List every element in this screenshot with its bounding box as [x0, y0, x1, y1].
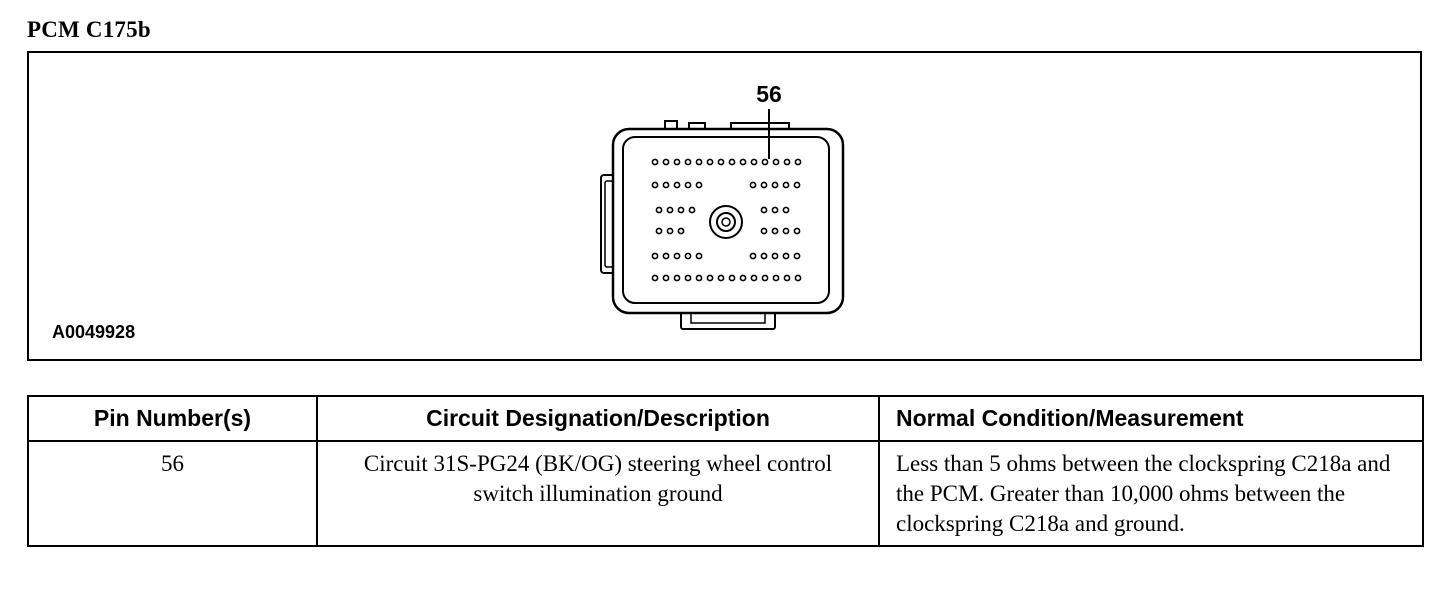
pin-hole: [794, 274, 802, 282]
pin-hole: [662, 252, 670, 260]
pin-hole: [673, 252, 681, 260]
pin-hole: [662, 158, 670, 166]
pin-hole: [739, 158, 747, 166]
pin-hole: [717, 158, 725, 166]
pin-hole: [771, 252, 779, 260]
pin-hole: [782, 181, 790, 189]
page-title: PCM C175b: [27, 17, 151, 42]
pin-hole: [782, 227, 790, 235]
pin-hole: [760, 252, 768, 260]
pin-hole: [673, 181, 681, 189]
pin-hole: [760, 181, 768, 189]
pin-hole: [655, 206, 663, 214]
pin-hole: [772, 158, 780, 166]
pin-hole: [651, 252, 659, 260]
header-pin-number: Pin Number(s): [27, 395, 318, 442]
pin-hole: [677, 227, 685, 235]
pin-hole: [651, 181, 659, 189]
pin-hole: [793, 227, 801, 235]
pin-hole: [651, 274, 659, 282]
pin-hole: [666, 206, 674, 214]
pin-callout-label: 56: [756, 81, 782, 107]
pin-hole: [717, 274, 725, 282]
pin-hole: [655, 227, 663, 235]
pin-hole: [793, 252, 801, 260]
pin-hole: [760, 227, 768, 235]
pin-hole: [783, 274, 791, 282]
pin-hole: [706, 274, 714, 282]
connector-figure: 56 A0049928: [27, 51, 1422, 361]
figure-id: A0049928: [52, 322, 136, 342]
pin-hole: [673, 158, 681, 166]
pin-hole: [793, 181, 801, 189]
pin-hole: [666, 227, 674, 235]
pin-hole: [651, 158, 659, 166]
connector-face-diagram-icon: 56: [600, 81, 845, 330]
pin-hole: [728, 274, 736, 282]
pin-hole: [771, 227, 779, 235]
pin-hole: [761, 158, 769, 166]
table-row: 56 Circuit 31S-PG24 (BK/OG) steering whe…: [27, 440, 1424, 547]
pin-hole: [772, 274, 780, 282]
pin-hole: [749, 181, 757, 189]
pin-hole: [750, 274, 758, 282]
pin-hole: [688, 206, 696, 214]
pin-hole: [662, 181, 670, 189]
pin-hole: [684, 158, 692, 166]
cell-normal-condition: Less than 5 ohms between the clockspring…: [878, 440, 1424, 547]
pin-hole: [728, 158, 736, 166]
pin-hole: [673, 274, 681, 282]
pin-hole: [783, 158, 791, 166]
pin-holes: [651, 158, 802, 282]
pin-hole: [782, 252, 790, 260]
pin-hole: [771, 181, 779, 189]
pin-hole: [706, 158, 714, 166]
pin-hole: [695, 181, 703, 189]
pin-hole: [761, 274, 769, 282]
pin-hole: [760, 206, 768, 214]
pin-hole: [750, 158, 758, 166]
pin-hole: [684, 181, 692, 189]
pin-table: Pin Number(s) Circuit Designation/Descri…: [27, 395, 1424, 547]
pin-hole: [695, 274, 703, 282]
pin-hole: [677, 206, 685, 214]
pin-hole: [771, 206, 779, 214]
pin-hole: [695, 252, 703, 260]
cell-circuit-description: Circuit 31S-PG24 (BK/OG) steering wheel …: [316, 440, 880, 547]
pin-hole: [684, 274, 692, 282]
pin-hole: [794, 158, 802, 166]
pin-hole: [782, 206, 790, 214]
header-normal-condition: Normal Condition/Measurement: [878, 395, 1424, 442]
cell-pin-number: 56: [27, 440, 318, 547]
pin-hole: [684, 252, 692, 260]
pin-hole: [695, 158, 703, 166]
pin-hole: [662, 274, 670, 282]
table-header-row: Pin Number(s) Circuit Designation/Descri…: [27, 395, 1424, 442]
header-circuit-designation: Circuit Designation/Description: [316, 395, 880, 442]
pin-hole: [739, 274, 747, 282]
pin-hole: [749, 252, 757, 260]
